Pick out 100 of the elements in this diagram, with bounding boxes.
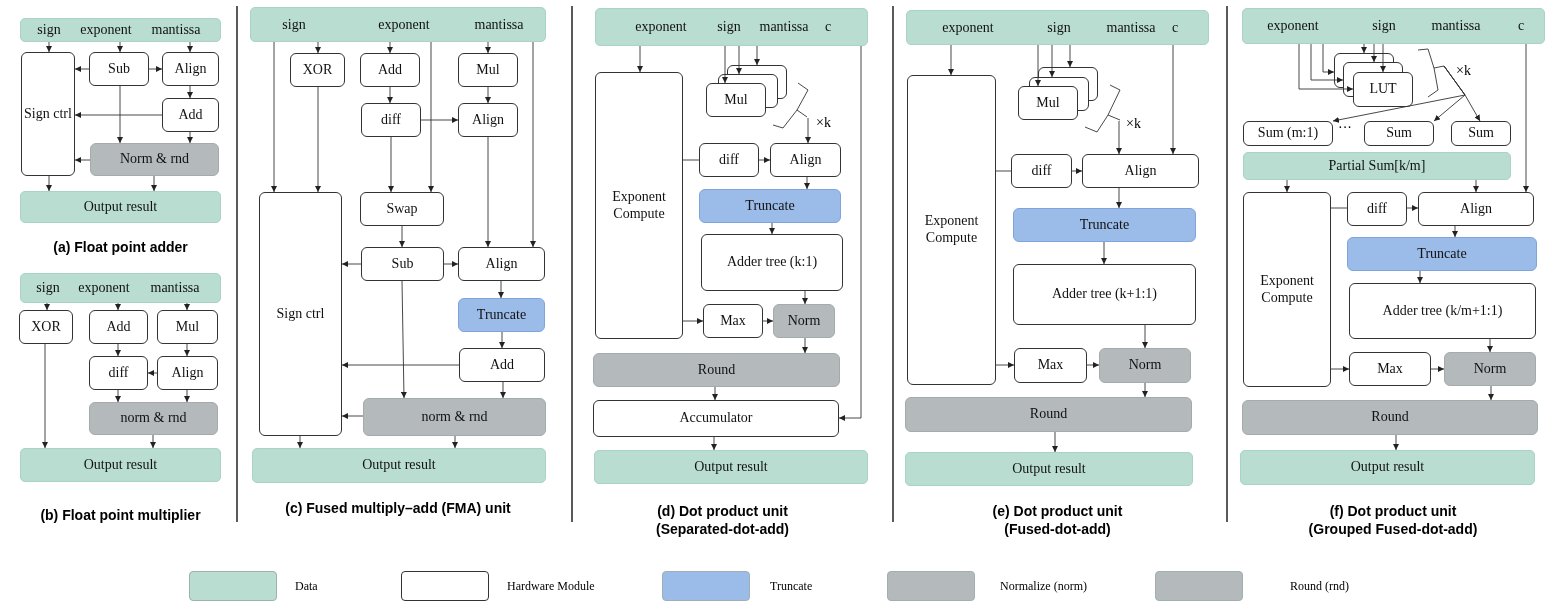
- box-label: Sub: [391, 255, 414, 273]
- field-name: mantissa: [150, 279, 200, 297]
- stacked-module-box: [706, 65, 787, 117]
- module-box: [593, 400, 839, 437]
- box-label: XOR: [302, 61, 333, 79]
- box-label: XOR: [31, 318, 61, 336]
- norm-box: [1444, 352, 1536, 386]
- field-name: sign: [717, 18, 741, 36]
- field-name: mantissa: [759, 18, 809, 36]
- panel-caption: (c) Fused multiply–add (FMA) unit: [284, 500, 512, 518]
- module-box: [1418, 192, 1534, 226]
- connector-line: [995, 170, 1012, 172]
- panel-caption: (e) Dot product unit (Fused-dot-add): [991, 503, 1124, 538]
- box-label: Align: [485, 255, 518, 273]
- module-box: [458, 103, 518, 137]
- curly-brace: [772, 82, 809, 129]
- module-box: [701, 234, 843, 291]
- panel-caption: (a) Float point adder: [52, 239, 189, 257]
- module-box: [89, 310, 148, 344]
- panel-caption: (f) Dot product unit (Grouped Fused-dot-add): [1307, 503, 1479, 538]
- field-name: c: [824, 18, 832, 36]
- box-label: Max: [1377, 360, 1403, 378]
- box-label: Partial Sum[k/m]: [1328, 157, 1426, 175]
- field-name: exponent: [80, 21, 132, 39]
- norm-box: [363, 398, 546, 436]
- box-label: Output result: [1012, 460, 1086, 478]
- round-box: [1242, 400, 1538, 435]
- box-label: Adder tree (k/m+1:1): [1382, 302, 1503, 320]
- data-box: [594, 450, 868, 484]
- box-label: Adder tree (k+1:1): [1051, 286, 1158, 303]
- module-box: [1013, 264, 1196, 325]
- module-box: [699, 143, 759, 177]
- box-label: Max: [1037, 357, 1064, 374]
- box-label: diff: [381, 111, 401, 129]
- box-label: Align: [789, 151, 822, 169]
- box-label: Sub: [108, 60, 130, 78]
- box-label: diff: [1367, 200, 1387, 218]
- box-label: Mul: [476, 61, 500, 79]
- field-name: exponent: [378, 16, 430, 33]
- box-label: Norm: [1473, 360, 1507, 378]
- arrow: [184, 302, 190, 311]
- box-label: Output result: [362, 457, 436, 474]
- truncate-box: [458, 298, 545, 332]
- box-label: Norm: [787, 312, 821, 330]
- field-name: exponent: [942, 19, 994, 36]
- arrow: [44, 302, 50, 311]
- box-label: norm & rnd: [421, 408, 488, 426]
- field-name: sign: [1047, 19, 1071, 36]
- box-label: Output result: [1350, 459, 1425, 476]
- field-name: sign: [1372, 17, 1396, 35]
- module-box: [458, 53, 518, 87]
- curly-brace: [1417, 48, 1445, 98]
- module-box: [360, 192, 444, 226]
- module-box: [1011, 154, 1072, 188]
- box-label: Sum (m:1): [1257, 125, 1319, 142]
- module-box: [21, 52, 75, 176]
- box-label: Round: [1029, 406, 1068, 423]
- field-name: exponent: [78, 279, 130, 297]
- module-box: [1243, 192, 1331, 387]
- module-box: [703, 304, 763, 338]
- stacked-module-box: [1018, 67, 1098, 120]
- arrow: [115, 302, 121, 311]
- box-label: Swap: [386, 200, 418, 218]
- field-name: exponent: [1267, 17, 1319, 35]
- module-box: [770, 143, 841, 177]
- data-box: [906, 10, 1209, 45]
- box-label: diff: [108, 364, 129, 382]
- box-label: Exponent Compute: [611, 188, 667, 223]
- data-box: [1243, 152, 1511, 180]
- field-name: sign: [36, 279, 60, 297]
- module-box: [361, 103, 421, 137]
- box-label: Sign ctrl: [276, 305, 325, 323]
- box-label: Mul: [724, 91, 748, 109]
- norm-box: [89, 402, 218, 435]
- box-label: diff: [719, 151, 739, 169]
- module-box: [1349, 283, 1536, 339]
- annotation-text: ×k: [816, 115, 831, 131]
- box-label: Align: [1124, 162, 1157, 180]
- annotation-text: ×k: [1456, 63, 1471, 79]
- round-box: [593, 353, 840, 387]
- box-label: Add: [489, 356, 515, 374]
- field-name: sign: [37, 21, 61, 39]
- round-box: [905, 397, 1192, 432]
- box-label: Norm & rnd: [119, 151, 190, 168]
- box-label: Round: [1371, 409, 1409, 426]
- box-label: Sign ctrl: [24, 105, 72, 123]
- connector-line: [682, 159, 700, 161]
- legend-label: Truncate: [770, 579, 813, 594]
- module-box: [19, 310, 73, 344]
- data-box: [20, 273, 221, 303]
- panel-caption: (d) Dot product unit (Separated-dot-add): [655, 503, 790, 538]
- data-box: [595, 8, 868, 46]
- field-name: exponent: [635, 18, 687, 36]
- box-label: LUT: [1369, 81, 1397, 98]
- field-name: mantissa: [474, 16, 524, 33]
- module-box: [459, 348, 545, 382]
- truncate-box: [699, 189, 841, 223]
- module-box: [290, 53, 345, 87]
- box-label: Sum: [1468, 125, 1494, 142]
- field-name: c: [1171, 19, 1179, 36]
